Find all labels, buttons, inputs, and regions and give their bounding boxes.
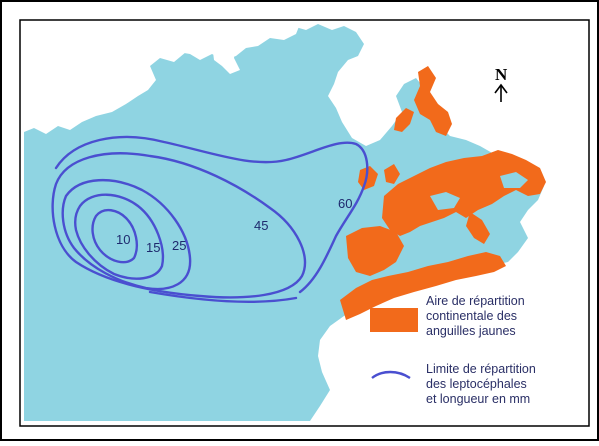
legend-area-swatch [370,308,418,332]
contour-line-15 [74,193,165,280]
legend-limit-line3: et longueur en mm [426,392,530,406]
contour-line-outer [148,290,298,303]
contour-label-25: 25 [172,238,186,253]
eel-area-iberia [346,226,404,276]
contour-label-45: 45 [254,218,268,233]
contour-label-15: 15 [146,240,160,255]
land-island-north [212,40,240,74]
legend-limit-line [371,370,411,380]
legend-limit-line1: Limite de répartition [426,362,536,376]
legend-area-line3: anguilles jaunes [426,324,516,338]
north-letter: N [495,65,508,84]
eel-area-scandinavia [394,108,414,132]
eel-area-north [414,66,452,136]
legend-area-line2: continentale des [426,309,517,323]
inland-sea-2 [500,172,528,188]
ocean-area [24,24,544,421]
contour-line-60 [54,135,369,294]
contour-line-45 [51,152,307,299]
contour-label-10: 10 [116,232,130,247]
land-west-coast [24,24,140,74]
up-arrow-icon [494,83,508,102]
inland-sea-1 [430,192,460,210]
eel-area-south-coast [340,252,506,320]
eel-area-mainland [382,150,546,236]
legend-area-line1: Aire de répartition [426,294,525,308]
eel-area-italy [466,212,490,244]
land-east-top [364,24,585,160]
land-southeast [330,250,585,421]
contour-line-10 [91,208,138,264]
eel-area-islands [358,164,400,190]
contour-line-25 [61,179,192,291]
legend-limit-line2: des leptocéphales [426,377,527,391]
land-north [170,24,300,60]
contour-label-60: 60 [338,196,352,211]
